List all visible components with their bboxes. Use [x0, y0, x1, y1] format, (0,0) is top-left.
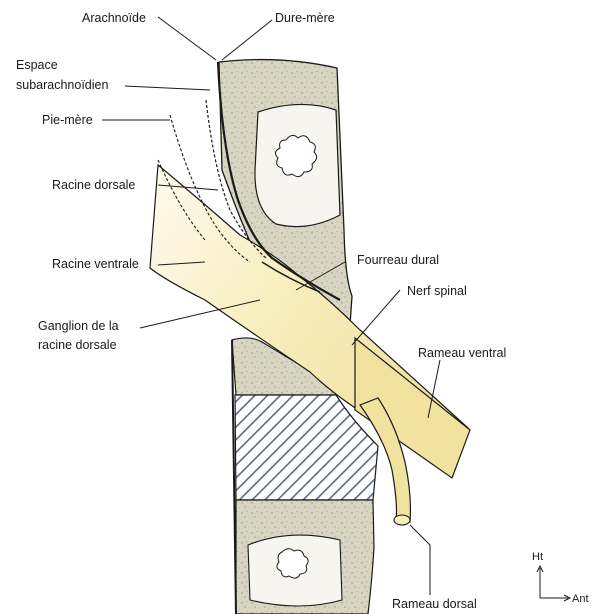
- label-pie-mere: Pie-mère: [42, 113, 93, 127]
- orientation-up-label: Ht: [532, 551, 543, 563]
- label-espace-2: subarachnoïdien: [16, 78, 108, 92]
- leader-nerf-spinal: [352, 290, 400, 345]
- leader-rameau-dorsal: [410, 525, 430, 595]
- orientation-right-label: Ant: [572, 593, 589, 605]
- label-rameau-ventral: Rameau ventral: [418, 346, 506, 360]
- label-arachnoide: Arachnoïde: [82, 11, 146, 25]
- label-ganglion-1: Ganglion de la: [38, 319, 119, 333]
- leader-espace: [125, 86, 210, 90]
- label-ganglion-2: racine dorsale: [38, 338, 117, 352]
- label-espace-1: Espace: [16, 58, 58, 72]
- label-racine-dorsale: Racine dorsale: [52, 178, 135, 192]
- label-nerf-spinal: Nerf spinal: [407, 284, 467, 298]
- lower-trabecular-bone: [277, 549, 308, 578]
- label-fourreau-dural: Fourreau dural: [357, 253, 439, 267]
- label-dure-mere: Dure-mère: [275, 11, 335, 25]
- orientation-indicator: Ht Ant: [532, 551, 589, 605]
- label-racine-ventrale: Racine ventrale: [52, 257, 139, 271]
- dorsal-ramus-cut-end: [394, 515, 410, 525]
- leader-dure-mere: [222, 20, 272, 60]
- leader-arachnoide: [158, 17, 216, 60]
- label-rameau-dorsal: Rameau dorsal: [392, 597, 477, 611]
